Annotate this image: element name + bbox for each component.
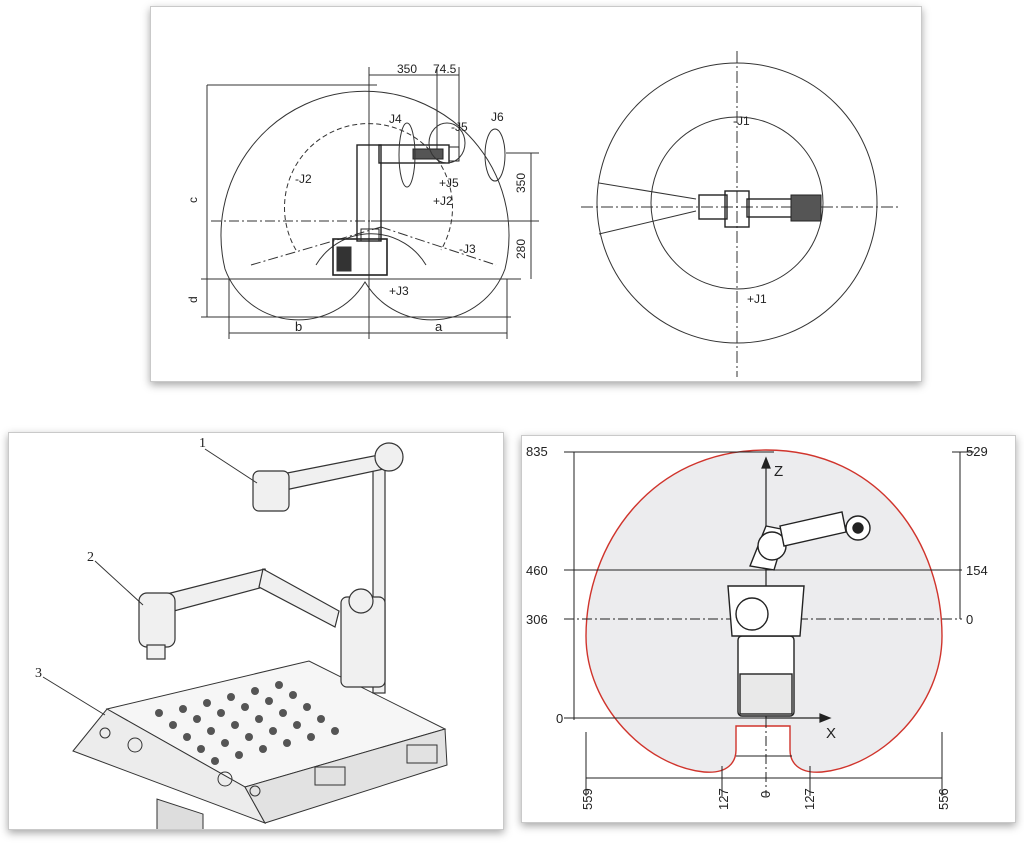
working-range-drawing: 350 74.5 350 280 c d b a J4 -J5 J6 -J2 +…	[150, 6, 922, 382]
robot-bench-illustration: 1 2 3	[8, 432, 504, 830]
tick-306: 306	[526, 612, 548, 627]
joint-j2-plus: +J2	[433, 194, 453, 208]
tick-460: 460	[526, 563, 548, 578]
tick-835: 835	[526, 444, 548, 459]
dim-280-side: 280	[514, 239, 528, 259]
envelope-svg: 835 460 306 0 529 154 0 559 127 0 127 55…	[526, 444, 988, 810]
tick-0-bottom: 0	[758, 791, 773, 798]
dim-74-5: 74.5	[433, 62, 457, 76]
tick-127-right: 127	[802, 788, 817, 810]
joint-j5-minus: -J5	[451, 120, 468, 134]
tick-127-left: 127	[716, 788, 731, 810]
joint-j3-plus: +J3	[389, 284, 409, 298]
inner-arc-2	[315, 233, 427, 266]
dim-350-top: 350	[397, 62, 417, 76]
dim-b: b	[295, 319, 302, 334]
tick-559: 559	[580, 788, 595, 810]
bench-right-face	[244, 728, 448, 824]
dim-350-side: 350	[514, 173, 528, 193]
joint-j4: J4	[389, 112, 402, 126]
dim-d: d	[186, 296, 200, 303]
callout-2: 2	[87, 550, 94, 565]
joint-j1-plus: +J1	[747, 292, 767, 306]
working-range-svg: 350 74.5 350 280 c d b a J4 -J5 J6 -J2 +…	[186, 51, 899, 377]
tick-529: 529	[966, 444, 988, 459]
callout-1: 1	[199, 436, 206, 451]
tick-154: 154	[966, 563, 988, 578]
callout-3: 3	[35, 666, 42, 681]
bench-holes	[155, 681, 339, 765]
tick-556: 556	[936, 788, 951, 810]
reach-envelope-diagram: 835 460 306 0 529 154 0 559 127 0 127 55…	[521, 435, 1016, 823]
side-envelope	[220, 90, 510, 321]
upper-head-1	[252, 470, 290, 512]
joint-j3-minus: -J3	[459, 242, 476, 256]
bench-svg: 1 2 3	[35, 436, 448, 829]
upper-head-2	[138, 592, 176, 648]
bench-screen	[156, 798, 204, 829]
joint-j5-plus: +J5	[439, 176, 459, 190]
joint-j1-minus: -J1	[733, 114, 750, 128]
tick-0-right: 0	[966, 612, 973, 627]
axis-x-label: X	[826, 725, 836, 742]
tick-0-left: 0	[556, 711, 563, 726]
joint-j2-minus: -J2	[295, 172, 312, 186]
joint-j6: J6	[491, 110, 504, 124]
dim-a: a	[435, 319, 443, 334]
dim-c: c	[186, 197, 200, 203]
axis-z-label: Z	[774, 463, 783, 480]
